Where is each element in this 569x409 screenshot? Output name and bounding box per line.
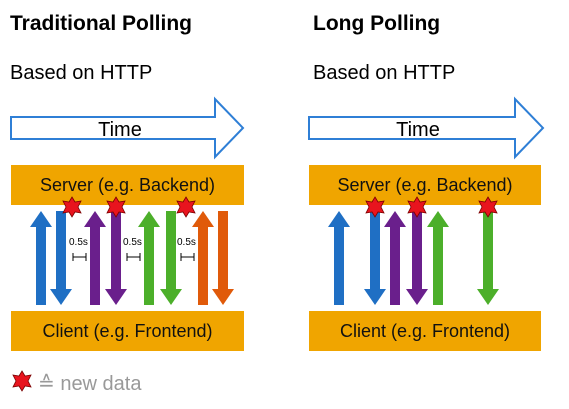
right-subtitle: Based on HTTP [313,62,456,84]
left-request-arrow-green [138,211,160,305]
left-response-arrow-green [160,211,182,305]
left-response-arrow-blue [50,211,72,305]
right-time-label: Time [396,119,440,141]
left-response-arrow-orange [212,211,234,305]
gap-marker-1 [72,253,87,261]
left-subtitle: Based on HTTP [10,62,153,84]
right-server-bar: Server (e.g. Backend) [309,165,541,205]
legend-text: ≙ new data [38,373,142,395]
left-response-arrow-purple [105,211,127,305]
left-time-arrow: Time [10,96,245,160]
left-request-arrow-blue [30,211,52,305]
right-response-arrow-blue [364,211,386,305]
gap-label-2: 0.5s [123,237,142,248]
new-data-star-icon [478,196,498,218]
new-data-star-icon [176,196,196,218]
left-request-arrow-purple [84,211,106,305]
legend-star-icon [12,370,32,392]
left-title: Traditional Polling [10,12,193,35]
gap-label-3: 0.5s [177,237,196,248]
left-client-bar: Client (e.g. Frontend) [11,311,244,351]
right-response-arrow-purple [406,211,428,305]
right-title: Long Polling [313,12,441,35]
right-client-bar: Client (e.g. Frontend) [309,311,541,351]
gap-label-1: 0.5s [69,237,88,248]
new-data-star-icon [407,196,427,218]
right-request-arrow-blue [328,211,350,305]
new-data-star-icon [106,196,126,218]
gap-marker-3 [180,253,195,261]
right-response-arrow-green [477,211,499,305]
left-time-label: Time [98,119,142,141]
right-request-arrow-green [427,211,449,305]
left-server-bar: Server (e.g. Backend) [11,165,244,205]
right-request-arrow-purple [384,211,406,305]
new-data-star-icon [365,196,385,218]
left-request-arrow-orange [192,211,214,305]
right-time-arrow: Time [308,96,545,160]
gap-marker-2 [126,253,141,261]
